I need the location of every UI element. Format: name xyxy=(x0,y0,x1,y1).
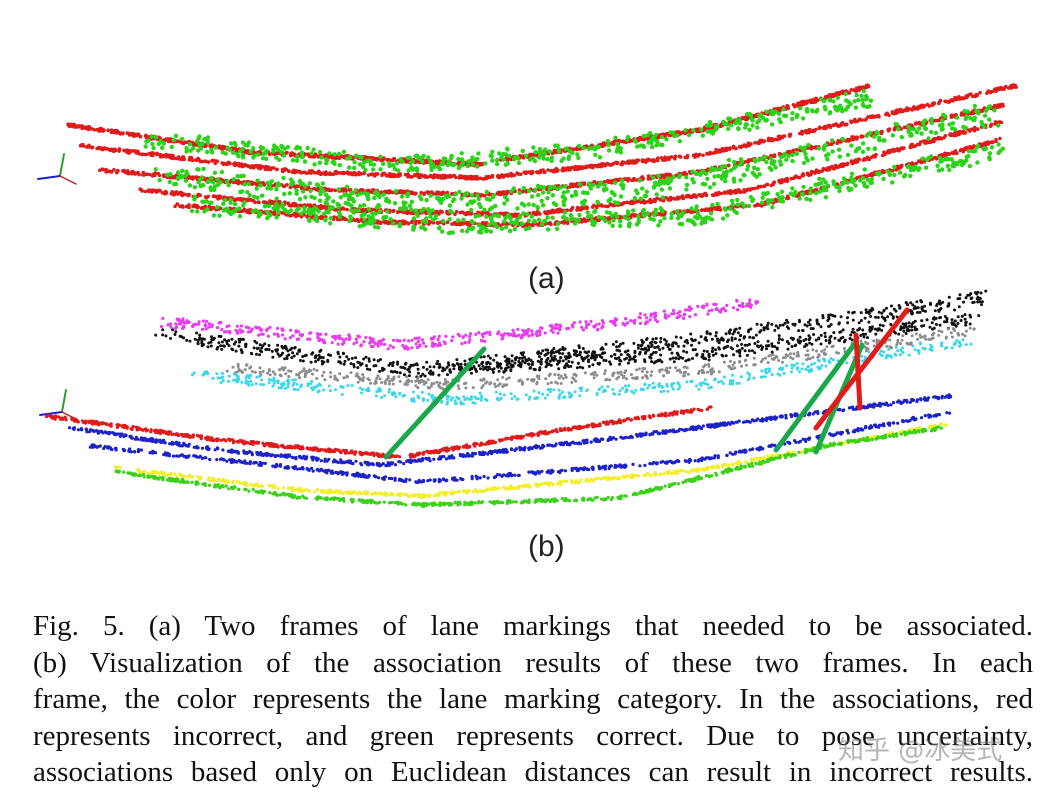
axes-icon-a-red xyxy=(59,175,77,185)
lane-red-b2 xyxy=(408,405,713,459)
lane-red-a2 xyxy=(498,83,871,163)
figure: (a) (b) xyxy=(37,83,1018,563)
axes-icon-b-blue xyxy=(39,411,63,416)
axes-icon-b-green xyxy=(61,389,67,413)
lane-blue-b2 xyxy=(88,411,952,484)
caption-line-2: (b) Visualization of the association res… xyxy=(33,646,1033,679)
association-correct-2 xyxy=(773,339,859,453)
caption-line-1: Fig. 5. (a) Two frames of lane markings … xyxy=(33,610,1033,642)
lane-marking-figure xyxy=(37,83,1018,508)
watermark: 知乎 @冰美式 xyxy=(838,736,1003,766)
lane-magenta-b xyxy=(159,298,760,351)
lane-cyan-b xyxy=(190,338,973,406)
caption-line-4: represents incorrect, and green represen… xyxy=(33,719,1033,752)
lane-lime-b xyxy=(114,425,943,508)
axes-icon-a-blue xyxy=(37,175,61,180)
lane-green-a3 xyxy=(189,142,1005,236)
caption-line-3: frame, the color represents the lane mar… xyxy=(33,683,1033,715)
lane-gray-b xyxy=(225,326,976,391)
lane-black-b1 xyxy=(154,289,988,379)
lane-green-a1 xyxy=(143,88,874,174)
lane-green-a2 xyxy=(153,103,1001,215)
association-incorrect-2 xyxy=(813,307,910,431)
caption-line-5: associations based only on Euclidean dis… xyxy=(33,756,1033,788)
figure-caption: Fig. 5. (a) Two frames of lane markings … xyxy=(33,608,1033,791)
lane-red-b1 xyxy=(44,413,402,459)
axes-icon-a-green xyxy=(59,153,65,177)
panel-b-label: (b) xyxy=(528,530,565,563)
lane-yellow-b xyxy=(114,421,948,499)
panel-a-label: (a) xyxy=(528,262,565,295)
association-correct-1 xyxy=(383,346,487,460)
lane-red-a3 xyxy=(78,83,1018,181)
